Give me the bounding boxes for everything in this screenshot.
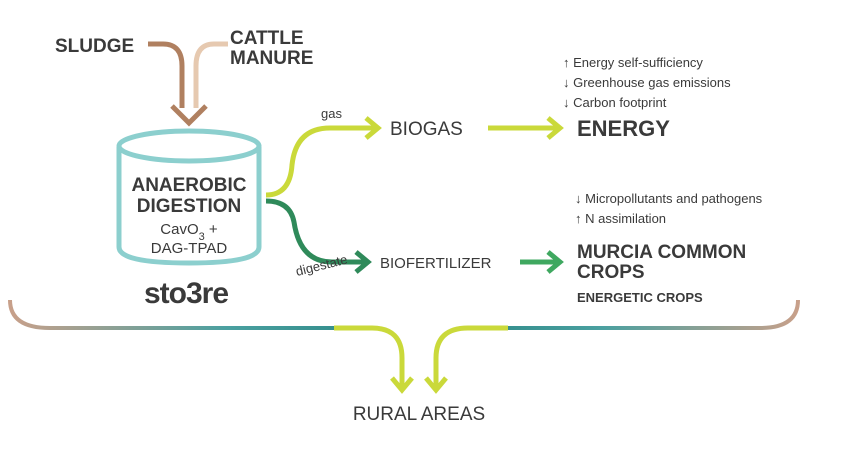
energetic-crops-label: ENERGETIC CROPS	[577, 290, 703, 305]
biogas-to-energy-arrow	[488, 116, 564, 140]
biofertilizer-to-crops-arrow	[520, 250, 564, 274]
sludge-label: SLUDGE	[55, 36, 134, 57]
energy-label: ENERGY	[577, 116, 670, 141]
sludge-arrow	[148, 41, 185, 108]
energy-benefit-2: ↓ Greenhouse gas emissions	[563, 75, 731, 90]
sto3re-logo: sto3re	[144, 277, 228, 310]
digester-title-line1: ANAEROBIC	[131, 175, 246, 196]
digester-subtitle-line1: CavO3 +	[160, 221, 218, 243]
crops-label-line2: CROPS	[577, 262, 645, 283]
inputs-arrowhead	[170, 104, 208, 127]
rural-arrow-right	[424, 325, 508, 394]
biofertilizer-label: BIOFERTILIZER	[380, 255, 492, 272]
cattle-manure-label-line1: CATTLE	[230, 28, 304, 49]
digestate-flow-line	[265, 198, 372, 274]
energy-benefit-3: ↓ Carbon footprint	[563, 95, 667, 110]
gas-flow-line	[265, 116, 382, 198]
digester-subtitle-line2: DAG-TPAD	[151, 240, 228, 257]
rural-arrow-left	[334, 325, 414, 394]
fertilizer-benefit-1: ↓ Micropollutants and pathogens	[575, 191, 763, 206]
rural-areas-label: RURAL AREAS	[353, 404, 485, 425]
rural-brace-left	[8, 299, 372, 330]
crops-label-line1: MURCIA COMMON	[577, 242, 746, 263]
fertilizer-benefit-2: ↑ N assimilation	[575, 211, 666, 226]
cattle-manure-label-line2: MANURE	[230, 48, 313, 69]
biogas-label: BIOGAS	[390, 119, 463, 140]
manure-arrow	[193, 41, 228, 108]
digestate-label: digestate	[294, 252, 349, 279]
gas-label: gas	[321, 106, 342, 121]
digester-title-line2: DIGESTION	[137, 196, 242, 217]
rural-brace-right	[470, 299, 800, 330]
digester-tank	[116, 128, 262, 266]
energy-benefit-1: ↑ Energy self-sufficiency	[563, 55, 703, 70]
